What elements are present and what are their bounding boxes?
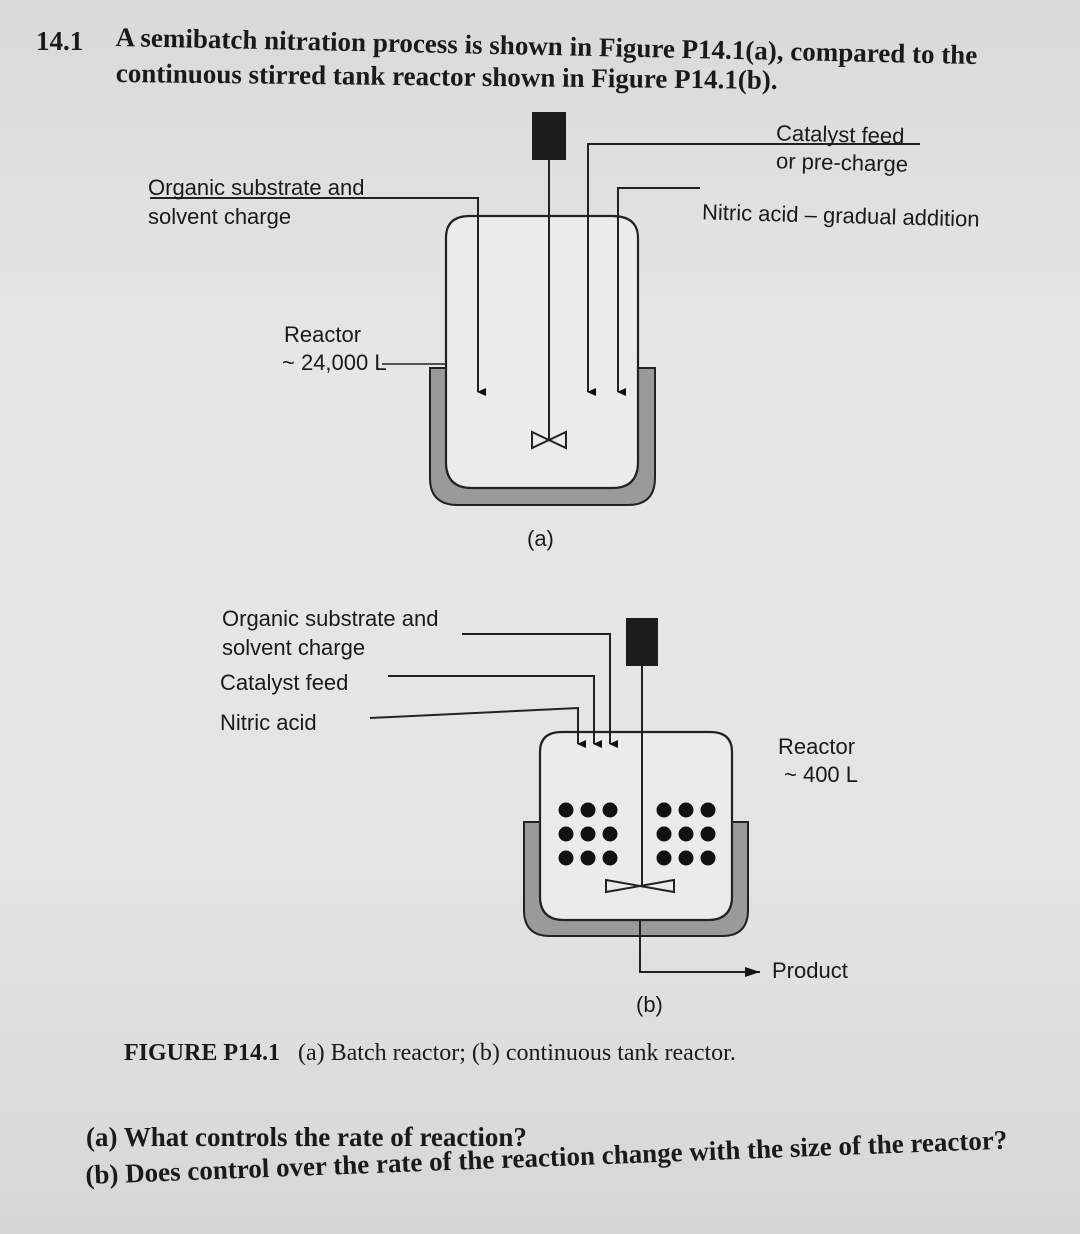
batch-reactor-vessel [444, 214, 640, 490]
batch-reactor-label-line1: Reactor [284, 322, 362, 347]
batch-reactor [150, 112, 920, 506]
figure-b-label: (b) [636, 992, 663, 1017]
catalyst-particles-left [558, 802, 618, 866]
continuous-reactor [369, 618, 760, 977]
continuous-organic-feed-line [462, 633, 618, 748]
continuous-agitator-motor [626, 618, 658, 666]
batch-organic-feed-line [150, 197, 486, 396]
problem-number: 14.1 [36, 26, 84, 56]
continuous-catalyst-feed-label: Catalyst feed [220, 670, 349, 695]
figure-caption-text: (a) Batch reactor; (b) continuous tank r… [298, 1040, 736, 1066]
question-a: (a) What controls the rate of reaction? [86, 1122, 527, 1152]
continuous-product-label: Product [772, 958, 848, 983]
batch-catalyst-feed-line [587, 143, 920, 396]
figure-a-label: (a) [527, 526, 554, 551]
figure-caption-id: FIGURE P14.1 [124, 1040, 280, 1066]
batch-catalyst-feed-label-line1: Catalyst feed [775, 120, 905, 149]
continuous-organic-label-line2: solvent charge [222, 635, 366, 660]
continuous-catalyst-feed-line [388, 675, 602, 748]
continuous-organic-label-line1: Organic substrate and [222, 606, 439, 631]
batch-catalyst-feed-label-line2: or pre-charge [775, 148, 909, 177]
continuous-nitric-acid-line [369, 706, 586, 748]
continuous-reactor-label-line2: ~ 400 L [784, 762, 859, 787]
batch-nitric-acid-line [617, 187, 700, 396]
batch-agitator-motor [532, 112, 566, 160]
catalyst-particles-right [656, 802, 716, 866]
continuous-nitric-acid-label: Nitric acid [220, 710, 317, 735]
continuous-reactor-vessel [538, 730, 734, 922]
continuous-product-line [639, 920, 760, 977]
batch-reactor-label-line2: ~ 24,000 L [282, 350, 387, 375]
continuous-reactor-label-line1: Reactor [778, 734, 856, 759]
continuous-impeller [605, 878, 675, 894]
batch-organic-label-line1: Organic substrate and [148, 175, 365, 200]
batch-impeller [531, 430, 567, 450]
batch-organic-label-line2: solvent charge [148, 204, 292, 229]
figure-caption: FIGURE P14.1 (a) Batch reactor; (b) cont… [124, 1040, 736, 1067]
